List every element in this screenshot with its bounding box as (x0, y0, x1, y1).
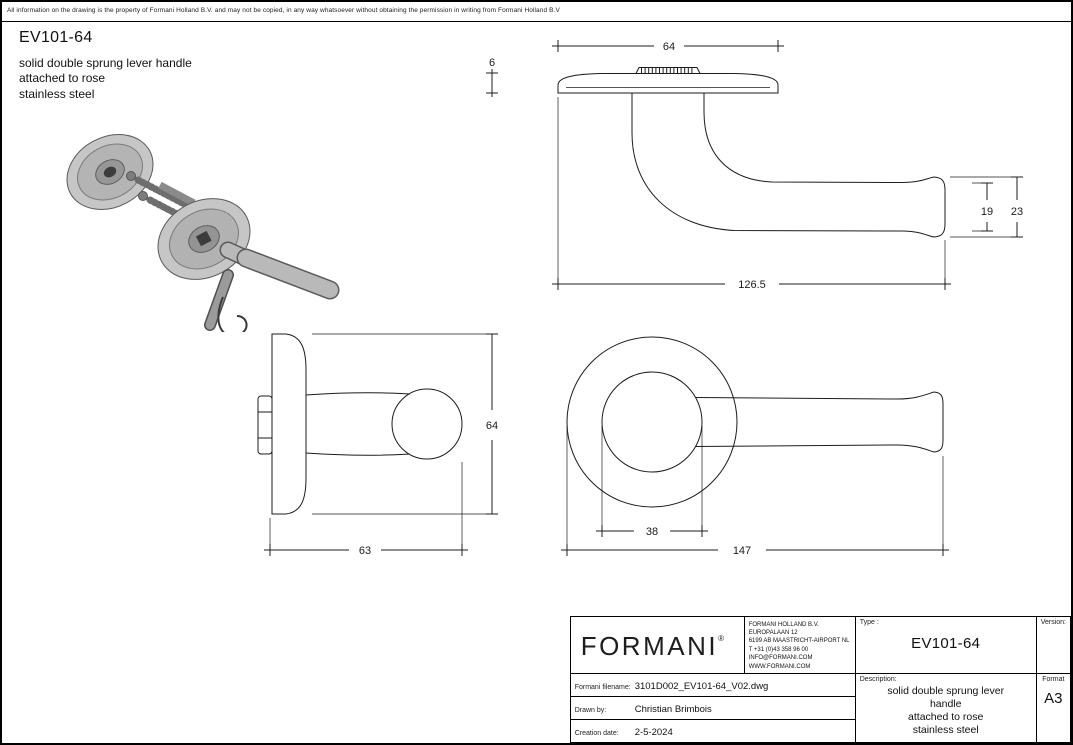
logo-text: FORMANI (580, 630, 719, 661)
handle-side-outline (305, 388, 463, 460)
top-view-drawing: 64 6 19 (486, 40, 1023, 291)
registered-mark: ® (718, 633, 724, 643)
rose-plan-circles (566, 336, 738, 508)
exploded-lower-lever (204, 269, 234, 331)
copyright-disclaimer: All information on the drawing is the pr… (2, 2, 1071, 22)
description-line: stainless steel (912, 724, 979, 737)
format-value: A3 (1044, 690, 1063, 707)
svg-text:38: 38 (646, 526, 658, 538)
description-label: Description: (859, 676, 897, 683)
svg-text:147: 147 (733, 545, 751, 557)
rose-side-profile (257, 333, 307, 515)
address-line: FORMANI HOLLAND B.V. (748, 621, 819, 628)
drawn-by-label: Drawn by: (574, 707, 607, 714)
formani-logo: FORMANI® (569, 615, 745, 675)
format-label: Format (1042, 676, 1065, 683)
exploded-rose-front (157, 198, 251, 280)
version-cell: Version: (1035, 615, 1071, 675)
address-line: T +31 (0)43 358 96 00 (748, 646, 809, 653)
dim-rose-width: 64 (552, 40, 784, 53)
spindle-rod (158, 181, 196, 207)
svg-text:19: 19 (981, 206, 993, 218)
subtitle-line: attached to rose (19, 71, 106, 86)
format-cell: Format A3 (1035, 673, 1071, 743)
title-block: FORMANI® FORMANI HOLLAND B.V. EUROPALAAN… (569, 615, 1071, 743)
description-text: solid double sprung lever handle attache… (871, 685, 1021, 738)
version-label: Version: (1040, 618, 1066, 626)
dim-grip-diameter: 19 (972, 182, 993, 232)
address-line: WWW.FORMANI.COM (748, 663, 811, 670)
dim-handle-length: 126.5 (552, 97, 951, 291)
exploded-lever-handle (219, 241, 340, 300)
type-label: Type : (859, 618, 879, 626)
creation-date-cell: Creation date: 2-5-2024 (569, 719, 856, 743)
description-line: solid double sprung lever handle (887, 685, 1005, 711)
subtitle-line: stainless steel (19, 86, 95, 101)
company-address: FORMANI HOLLAND B.V. EUROPALAAN 12 6199 … (743, 615, 856, 675)
rose-top-profile (557, 67, 779, 94)
drawn-by-cell: Drawn by: Christian Brimbois (569, 696, 856, 720)
dim-overall-length: 147 (561, 426, 949, 557)
drawing-subtitle: solid double sprung lever handle attache… (19, 56, 192, 102)
subtitle-line: solid double sprung lever handle (19, 56, 192, 70)
svg-text:64: 64 (663, 41, 675, 53)
svg-text:63: 63 (359, 545, 371, 557)
page-title: EV101-64 (19, 29, 93, 46)
svg-text:6: 6 (489, 57, 495, 69)
exploded-rose-back (66, 134, 154, 210)
exploded-view-drawing (66, 134, 340, 332)
drawing-header: EV101-64 solid double sprung lever handl… (19, 29, 192, 102)
side-view-drawing: 64 63 (257, 333, 498, 557)
handle-plan-outline (694, 391, 944, 453)
dim-rose-height: 64 (312, 333, 498, 515)
filename-label: Formani filename: (574, 684, 631, 691)
type-value: EV101-64 (911, 634, 981, 652)
handle-top-outline (631, 93, 946, 238)
svg-text:23: 23 (1011, 206, 1023, 218)
dim-neck-diameter: 38 (596, 426, 708, 538)
plan-view-drawing: 38 147 (561, 336, 949, 557)
address-line: 6199 AB MAASTRICHT-AIRPORT NL (748, 638, 850, 645)
address-line: EUROPALAAN 12 (748, 630, 798, 637)
filename-value: 3101D002_EV101-64_V02.dwg (634, 681, 769, 692)
dim-grip-end-diameter: 23 (950, 176, 1023, 238)
description-line: attached to rose (908, 711, 984, 724)
type-cell: Type : EV101-64 (854, 615, 1037, 675)
creation-date-value: 2-5-2024 (634, 727, 673, 738)
dim-rose-thickness: 6 (486, 57, 498, 97)
filename-cell: Formani filename:3101D002_EV101-64_V02.d… (569, 673, 856, 697)
spring-wire (217, 296, 248, 332)
creation-date-label: Creation date: (574, 730, 619, 737)
svg-text:64: 64 (486, 420, 498, 432)
drawn-by-value: Christian Brimbois (634, 704, 712, 715)
description-cell: Description: solid double sprung lever h… (854, 673, 1037, 743)
address-line: INFO@FORMANI.COM (748, 655, 813, 662)
dim-projection: 63 (264, 462, 468, 557)
svg-text:126.5: 126.5 (738, 279, 766, 291)
